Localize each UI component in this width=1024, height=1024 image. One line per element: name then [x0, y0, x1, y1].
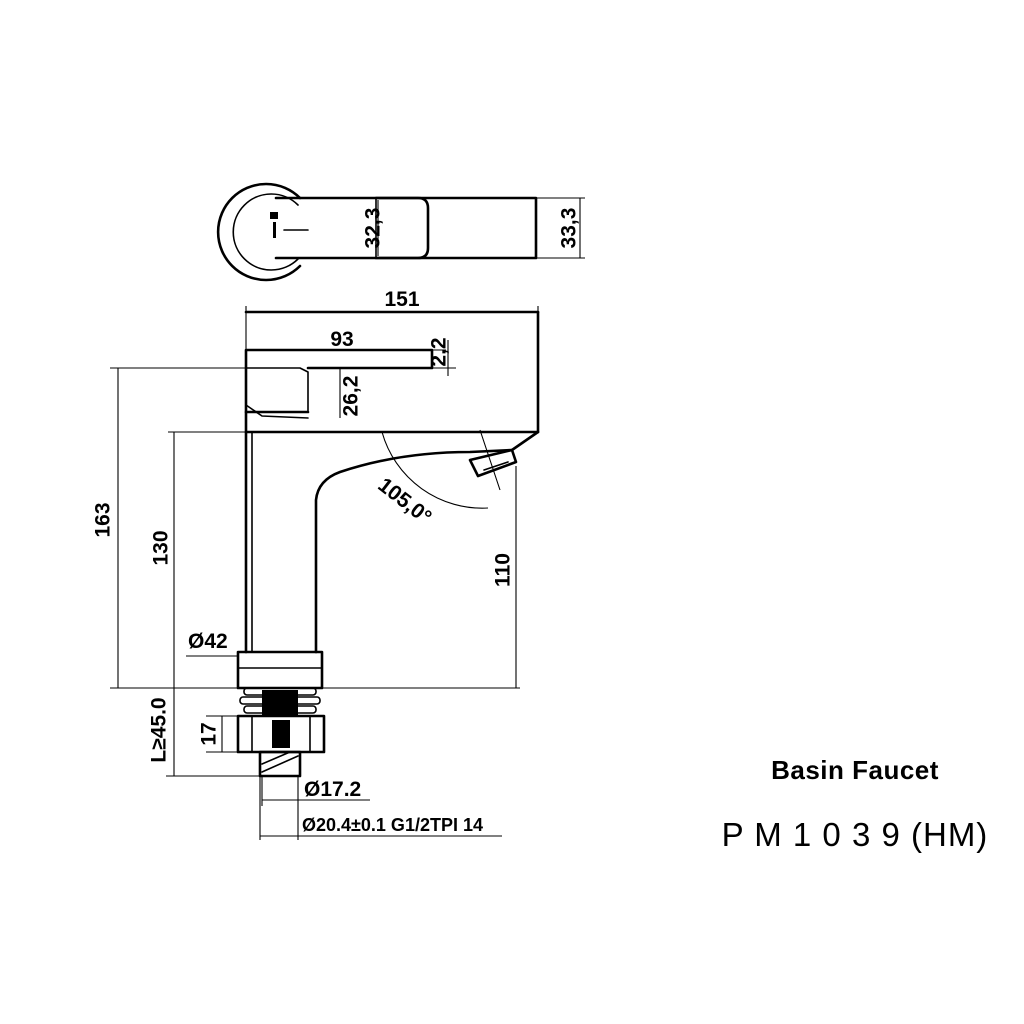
dim-label-20-4: Ø20.4±0.1 G1/2TPI 14	[302, 815, 483, 835]
threaded-shank	[258, 750, 302, 778]
dim-label-42: Ø42	[188, 630, 228, 653]
dim-label-26-2: 26,2	[340, 376, 363, 417]
dim-label-17-2: Ø17.2	[304, 778, 361, 801]
body-top-line	[244, 310, 540, 434]
side-view: 151 93 2,2 26,2 163 130 110	[92, 288, 540, 840]
logo-mark-icon	[270, 212, 278, 219]
top-view: 32,3 33,3	[216, 182, 585, 282]
gasket-stack	[239, 687, 321, 716]
logo-text-icon	[273, 222, 276, 238]
product-name: Basin Faucet	[771, 755, 939, 785]
dim-label-2-2: 2,2	[428, 337, 451, 366]
top-view-base-inner	[232, 193, 299, 271]
thread-marks	[261, 751, 299, 773]
dim-label-93: 93	[330, 328, 353, 351]
top-view-base-outer	[216, 182, 302, 282]
angle-ray-105	[479, 429, 501, 491]
nut-core	[272, 720, 290, 748]
dim-label-45: L≥45.0	[148, 697, 171, 762]
base-collar	[236, 650, 324, 690]
dim-label-130: 130	[150, 530, 173, 565]
dim-label-32-3: 32,3	[362, 208, 385, 249]
dim-label-151: 151	[384, 288, 419, 311]
handle-lower-contour	[245, 367, 309, 419]
dim-label-163: 163	[92, 502, 115, 537]
dim-label-33-3: 33,3	[558, 208, 581, 249]
dim-label-105: 105,0°	[373, 473, 435, 529]
angle-arc-105	[381, 431, 489, 509]
top-view-body-outline	[274, 196, 538, 260]
title-block: Basin Faucet P M 1 0 3 9 (HM)	[700, 755, 1010, 854]
dim-label-17: 17	[198, 722, 221, 745]
spout-aerator	[468, 430, 540, 478]
top-view-handle	[374, 196, 430, 260]
aerator-detail	[483, 461, 509, 471]
spout-underside	[314, 448, 514, 654]
dim-label-110: 110	[492, 553, 515, 587]
product-code: P M 1 0 3 9 (HM)	[721, 816, 989, 853]
